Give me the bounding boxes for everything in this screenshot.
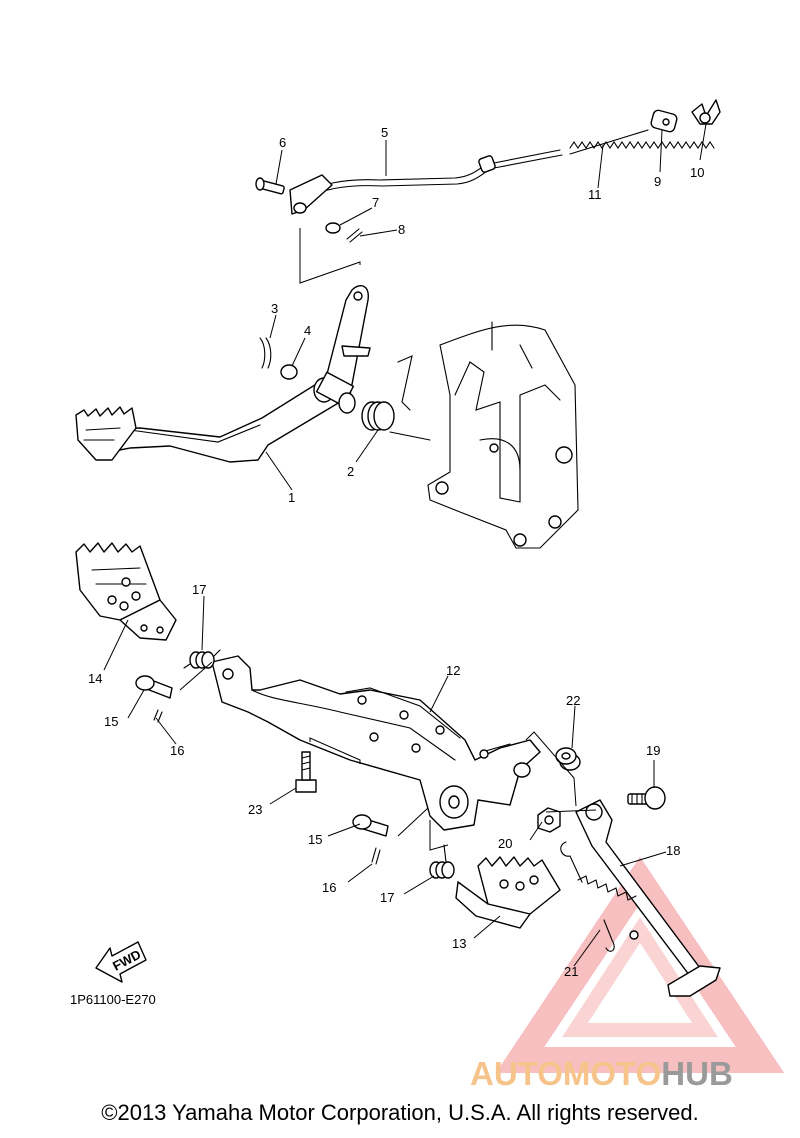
footrest-bracket-12 (211, 655, 541, 831)
callout-leaders (103, 123, 707, 967)
callout-10: 10 (690, 165, 704, 180)
brake-pedal-1 (75, 284, 371, 463)
washer-4 (280, 364, 298, 380)
callout-13: 13 (452, 936, 466, 951)
pin-15-lower (352, 814, 389, 837)
spring-17-lower (429, 844, 455, 879)
drawing-code: 1P61100-E270 (70, 992, 156, 1007)
sidestand-spring-21 (560, 841, 637, 952)
callout-14: 14 (88, 671, 102, 686)
callout-9: 9 (654, 174, 661, 189)
callout-5: 5 (381, 125, 388, 140)
callout-18: 18 (666, 843, 680, 858)
fwd-arrow: FWD (95, 941, 147, 983)
copyright-notice: ©2013 Yamaha Motor Corporation, U.S.A. A… (101, 1100, 699, 1125)
bolt-23 (295, 751, 317, 793)
callout-3: 3 (271, 301, 278, 316)
footrest-left-14 (75, 542, 177, 641)
watermark-part-2: HUB (661, 1055, 733, 1092)
frame-section (427, 321, 579, 549)
watermark-part-1: AUTOMOTO (470, 1055, 662, 1092)
sidestand-18 (575, 799, 721, 997)
cotter-pin-16-upper (153, 709, 163, 723)
joint-9 (650, 109, 678, 133)
callout-12: 12 (446, 663, 460, 678)
callout-6: 6 (279, 135, 286, 150)
cotter-pin-3 (259, 337, 272, 369)
nut-20 (537, 807, 561, 833)
collar-22 (555, 747, 581, 771)
callout-labels: 1 2 3 4 5 6 7 8 9 10 11 12 13 14 15 16 1… (88, 125, 704, 979)
cotter-pin-8 (346, 228, 363, 243)
spring-17-upper (183, 649, 221, 669)
callout-17: 17 (192, 582, 206, 597)
spring-11 (569, 129, 715, 155)
pin-15-upper (135, 675, 173, 699)
callout-23: 23 (248, 802, 262, 817)
callout-21: 21 (564, 964, 578, 979)
callout-15: 15 (104, 714, 118, 729)
callout-20: 20 (498, 836, 512, 851)
callout-16-lower: 16 (322, 880, 336, 895)
cotter-pin-16-lower (371, 847, 381, 865)
washer-7 (325, 222, 341, 234)
watermark-text: AUTOMOTOHUB (470, 1055, 733, 1093)
return-spring-2 (361, 355, 431, 441)
callout-22: 22 (566, 693, 580, 708)
bolt-19 (627, 786, 666, 810)
callout-11: 11 (588, 187, 602, 202)
callout-2: 2 (347, 464, 354, 479)
callout-19: 19 (646, 743, 660, 758)
callout-15-lower: 15 (308, 832, 322, 847)
wing-nut-10 (691, 99, 721, 125)
footrest-right-13 (455, 856, 561, 929)
callout-7: 7 (372, 195, 379, 210)
callout-4: 4 (304, 323, 311, 338)
callout-16: 16 (170, 743, 184, 758)
callout-17-lower: 17 (380, 890, 394, 905)
callout-1: 1 (288, 490, 295, 505)
brake-rod-5 (289, 149, 563, 215)
pin-6 (255, 177, 285, 195)
callout-8: 8 (398, 222, 405, 237)
